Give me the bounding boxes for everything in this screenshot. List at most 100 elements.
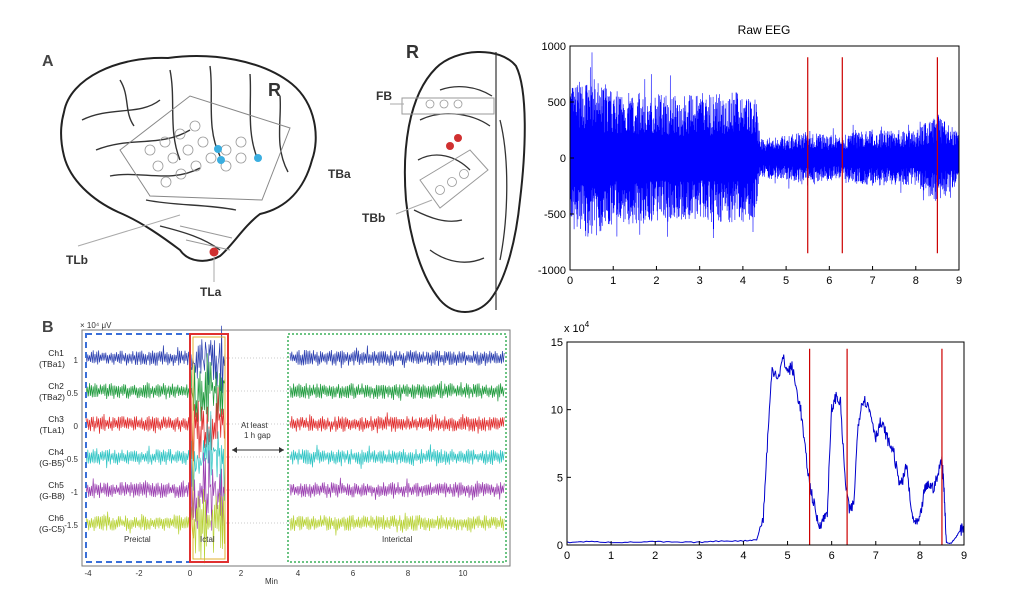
panel-b-xtick-right-0: 4 bbox=[296, 569, 301, 578]
electrode-marker-blue-1 bbox=[214, 145, 222, 153]
interictal-region-box bbox=[287, 333, 507, 563]
envelope-plot-frame bbox=[566, 341, 965, 546]
channel-6-trace-ictal bbox=[190, 488, 226, 564]
interictal-label: Interictal bbox=[382, 535, 412, 544]
raw-eeg-ytick-label-1: -500 bbox=[544, 209, 566, 221]
channel-1-trace-ictal bbox=[190, 325, 226, 394]
panel-b-xtick-left-2: 0 bbox=[188, 569, 193, 578]
channel-name-1: Ch1 bbox=[48, 348, 64, 358]
envelope-multiplier: x 104 bbox=[564, 320, 590, 335]
channel-3-trace-ictal bbox=[190, 387, 226, 462]
ventral-electrode-red-1 bbox=[446, 142, 454, 150]
channel-6-trace-preictal bbox=[85, 511, 190, 535]
envelope-ytick-label-0: 0 bbox=[557, 540, 563, 552]
panel-b-xtick-right-2: 8 bbox=[406, 569, 411, 578]
channel-name-3: Ch3 bbox=[48, 414, 64, 424]
channel-3-trace-interictal bbox=[289, 412, 505, 434]
panel-b-xtick-left-3: 2 bbox=[239, 569, 244, 578]
panel-b-ytick-2: 0 bbox=[74, 422, 79, 431]
channel-name-5: Ch5 bbox=[48, 480, 64, 490]
panel-b-frame bbox=[81, 329, 511, 567]
channel-5-trace-ictal bbox=[190, 450, 226, 531]
envelope-xtick-label-7: 7 bbox=[873, 550, 879, 562]
channel-1-trace-interictal bbox=[289, 345, 505, 369]
envelope-xtick-label-6: 6 bbox=[829, 550, 835, 562]
channel-site-3: (TLa1) bbox=[39, 425, 64, 435]
channel-name-6: Ch6 bbox=[48, 513, 64, 523]
raw-eeg-xtick-label-9: 9 bbox=[956, 275, 962, 287]
channel-site-2: (TBa2) bbox=[39, 392, 65, 402]
channel-5-trace-preictal bbox=[85, 478, 190, 499]
electrode-grid bbox=[144, 120, 247, 188]
envelope-xtick-label-4: 4 bbox=[740, 550, 746, 562]
envelope-ytick-label-1: 5 bbox=[557, 472, 563, 484]
channel-site-5: (G-B8) bbox=[39, 491, 65, 501]
panel-b-unit-label: × 10⁴ μV bbox=[80, 321, 112, 330]
raw-eeg-xtick-label-3: 3 bbox=[697, 275, 703, 287]
preictal-label: Preictal bbox=[124, 535, 151, 544]
electrode-marker-red bbox=[209, 247, 219, 257]
envelope-ytick-label-3: 15 bbox=[551, 337, 563, 349]
envelope-xtick-label-9: 9 bbox=[961, 550, 967, 562]
channel-3-trace-preictal bbox=[85, 413, 190, 434]
ictal-region-box bbox=[189, 333, 229, 563]
electrode-marker-blue-2 bbox=[217, 156, 225, 164]
label-tla: TLa bbox=[200, 285, 222, 299]
panel-b-ytick-1: 0.5 bbox=[67, 389, 79, 398]
panel-b-xtick-right-3: 10 bbox=[459, 569, 468, 578]
channel-name-4: Ch4 bbox=[48, 447, 64, 457]
preictal-region-box bbox=[85, 333, 191, 563]
panel-b-ytick-4: -1 bbox=[71, 488, 79, 497]
panel-b-multichannel-eeg: B × 10⁴ μV Ch1(TBa1)Ch2(TBa2)Ch3(TLa1)Ch… bbox=[39, 319, 511, 586]
raw-eeg-ytick-label-3: 500 bbox=[548, 97, 566, 109]
envelope-xtick-label-1: 1 bbox=[608, 550, 614, 562]
channel-1-trace-preictal bbox=[85, 345, 190, 366]
raw-eeg-ytick-label-2: 0 bbox=[560, 153, 566, 165]
lateral-side-label: R bbox=[268, 80, 281, 100]
envelope-xtick-label-3: 3 bbox=[696, 550, 702, 562]
label-tbb: TBb bbox=[362, 211, 385, 225]
gap-label-line2: 1 h gap bbox=[244, 431, 271, 440]
gap-label-line1: At least bbox=[241, 421, 268, 430]
channel-2-trace-interictal bbox=[289, 380, 505, 402]
panel-b-xlabel: Min bbox=[265, 577, 278, 586]
raw-eeg-xtick-label-4: 4 bbox=[740, 275, 746, 287]
raw-eeg-xtick-label-1: 1 bbox=[610, 275, 616, 287]
envelope-ytick-label-2: 10 bbox=[551, 405, 563, 417]
channel-4-trace-preictal bbox=[85, 445, 190, 469]
channel-2-trace-ictal bbox=[190, 353, 226, 426]
ventral-electrode-red-2 bbox=[454, 134, 462, 142]
envelope-chart: x 104 0 1 2 3 4 5 6 7 8 9 0 5 10 15 bbox=[551, 320, 967, 562]
envelope-xtick-label-5: 5 bbox=[784, 550, 790, 562]
panel-b-ytick-3: -0.5 bbox=[64, 455, 78, 464]
raw-eeg-title: Raw EEG bbox=[738, 23, 791, 37]
envelope-xtick-label-8: 8 bbox=[917, 550, 923, 562]
panel-a-letter: A bbox=[42, 53, 54, 70]
channel-6-trace-interictal bbox=[289, 512, 505, 536]
envelope-xtick-label-2: 2 bbox=[652, 550, 658, 562]
channel-4-trace-interictal bbox=[289, 444, 505, 469]
label-tlb: TLb bbox=[66, 253, 88, 267]
channel-site-4: (G-B5) bbox=[39, 458, 65, 468]
raw-eeg-xtick-label-8: 8 bbox=[913, 275, 919, 287]
panel-a-illustration: A R TBa TLb TLa bbox=[42, 42, 526, 313]
panel-b-xtick-left-0: -4 bbox=[84, 569, 92, 578]
channel-2-trace-preictal bbox=[85, 382, 190, 400]
label-tba: TBa bbox=[328, 167, 351, 181]
channel-site-6: (G-C5) bbox=[39, 524, 65, 534]
lateral-brain-view: R TBa TLb TLa bbox=[60, 55, 351, 299]
panel-b-xtick-left-1: -2 bbox=[135, 569, 143, 578]
ventral-side-label: R bbox=[406, 42, 419, 62]
raw-eeg-xtick-label-7: 7 bbox=[869, 275, 875, 287]
envelope-xtick-label-0: 0 bbox=[564, 550, 570, 562]
ictal-label: Ictal bbox=[200, 535, 215, 544]
panel-b-ytick-0: 1 bbox=[74, 356, 79, 365]
raw-eeg-ytick-label-0: -1000 bbox=[538, 265, 566, 277]
channel-site-1: (TBa1) bbox=[39, 359, 65, 369]
panel-b-letter: B bbox=[42, 319, 54, 336]
channel-5-trace-interictal bbox=[289, 477, 505, 501]
envelope-multiplier-exponent: 4 bbox=[585, 320, 590, 329]
ventral-brain-view: R FB TBb bbox=[362, 42, 526, 313]
panel-b-ytick-5: -1.5 bbox=[64, 521, 78, 530]
raw-eeg-xtick-label-6: 6 bbox=[826, 275, 832, 287]
